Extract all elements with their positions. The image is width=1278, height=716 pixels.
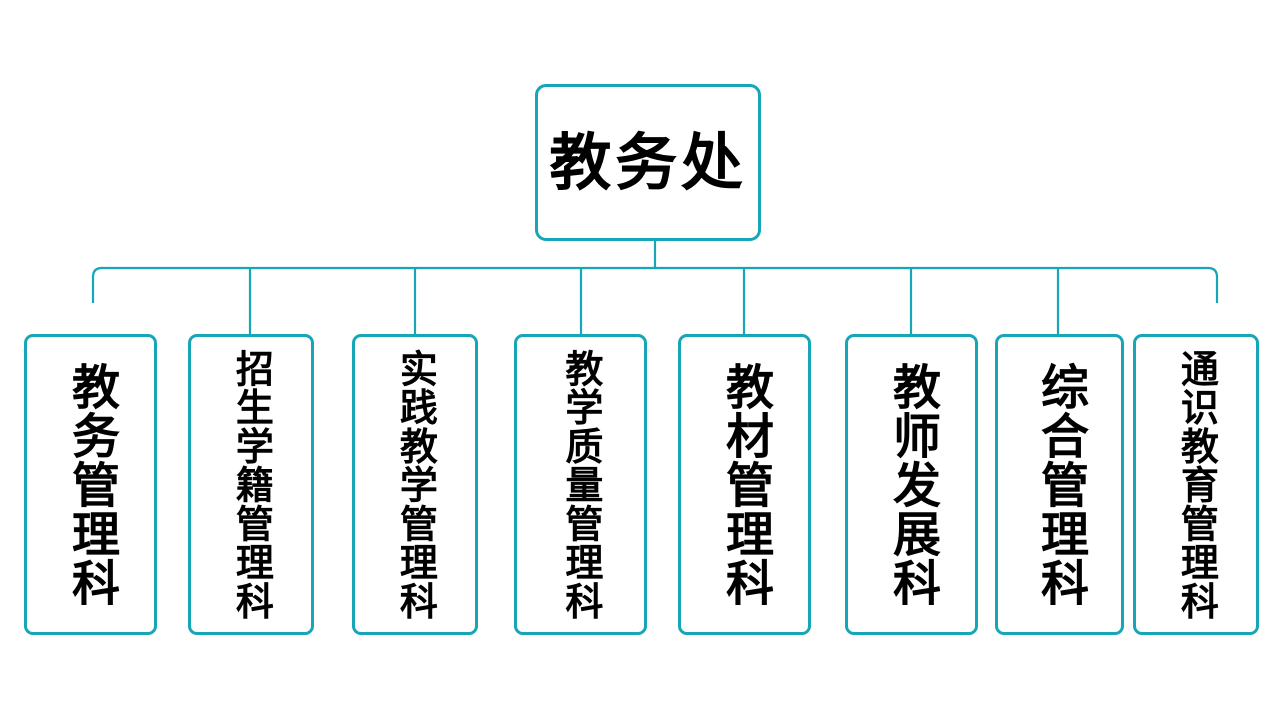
node-root-label: 教务处: [549, 125, 747, 199]
node-child-2-label: 招生学籍管理科: [229, 348, 275, 621]
node-child-6[interactable]: 教师发展科: [845, 334, 978, 635]
node-root[interactable]: 教务处: [535, 84, 761, 241]
node-child-4[interactable]: 教学质量管理科: [514, 334, 647, 635]
node-child-6-label: 教师发展科: [883, 362, 940, 607]
node-child-8-label: 通识教育管理科: [1174, 348, 1220, 621]
node-child-4-label: 教学质量管理科: [558, 348, 604, 621]
connector-bus: [91, 266, 1219, 303]
node-child-1[interactable]: 教务管理科: [24, 334, 157, 635]
node-child-8[interactable]: 通识教育管理科: [1133, 334, 1259, 635]
node-child-5[interactable]: 教材管理科: [678, 334, 811, 635]
node-child-7[interactable]: 综合管理科: [995, 334, 1124, 635]
node-child-3-label: 实践教学管理科: [393, 348, 439, 621]
node-child-7-label: 综合管理科: [1031, 362, 1088, 607]
node-child-1-label: 教务管理科: [62, 362, 119, 607]
node-child-3[interactable]: 实践教学管理科: [352, 334, 478, 635]
node-child-2[interactable]: 招生学籍管理科: [188, 334, 314, 635]
node-child-5-label: 教材管理科: [716, 362, 773, 607]
